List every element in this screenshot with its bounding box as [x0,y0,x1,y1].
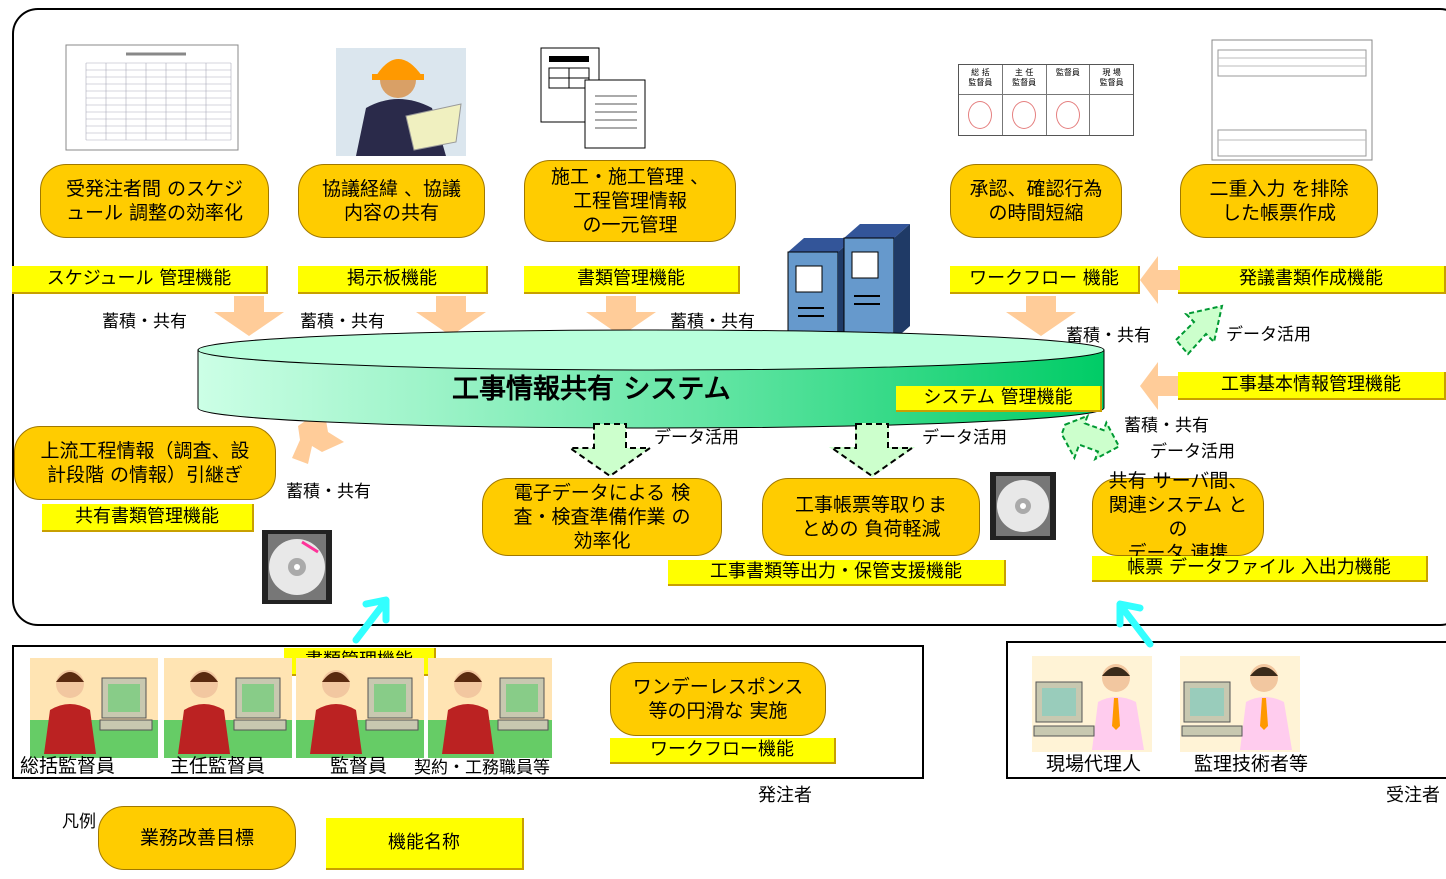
func-basic-info: 工事基本情報管理機能 [1178,372,1446,400]
arrow-document-down [586,296,656,336]
label-supervisor: 監督員 [330,755,388,777]
label-data-use-2: データ活用 [1150,442,1235,462]
label-orderer: 発注者 [758,785,812,806]
func-bulletin: 掲示板機能 [298,266,488,294]
label-general-supervisor: 総括監督員 [20,755,116,777]
goal-discussion: 協議経緯 、協議 内容の共有 [298,164,485,238]
goal-double-entry: 二重入力 を排除 した帳票作成 [1180,164,1378,238]
arrow-order-docs-left [1140,256,1180,304]
worker-phone-image [336,48,466,156]
approval-col-1: 総 括 監督員 [959,65,1002,95]
main-frame [12,8,1446,626]
orderer-frame [12,645,924,779]
person-chief-supervisor-image [164,658,292,758]
approval-col-4: 現 場 監督員 [1090,65,1133,95]
goal-schedule: 受発注者間 のスケジ ュール 調整の効率化 [40,164,269,238]
arrow-bulletin-down [416,296,486,336]
binders-image [787,224,910,345]
func-shared-docs: 共有書類管理機能 [42,504,254,532]
label-data-use-1: データ活用 [1226,325,1311,345]
label-contractor: 受注者 [1386,785,1440,806]
label-site-agent: 現場代理人 [1046,753,1142,775]
arrow-basic-info-left [1140,362,1180,410]
label-store-share-2: 蓄積・共有 [300,312,385,332]
goal-server-link: 共有 サーバ間、 関連システム との データ 連携 [1092,470,1264,564]
label-chief-supervisor: 主任監督員 [170,755,266,777]
approval-stamp-sheet: 総 括 監督員 主 任 監督員 監督員 現 場 監督員 [958,64,1134,136]
func-workflow: ワークフロー 機能 [950,266,1140,294]
person-site-agent-image [1032,656,1152,752]
person-general-supervisor-image [30,658,158,758]
legend-title: 凡例 [62,812,96,832]
func-system-admin: システム 管理機能 [896,386,1102,412]
arrow-data-use-inspection [566,423,654,478]
label-store-share-3: 蓄積・共有 [670,312,755,332]
arrow-upstream-up [292,408,344,464]
label-store-share-6: 蓄積・共有 [286,482,371,502]
goal-upstream: 上流工程情報（調査、設 計段階 の情報）引継ぎ [14,426,276,500]
arrow-cyan-contractor [1116,600,1154,648]
arrow-data-use-topright [1174,304,1224,356]
func-schedule: スケジュール 管理機能 [12,266,268,294]
legend-function-sample: 機能名称 [326,818,524,870]
legend-goal-sample: 業務改善目標 [98,806,296,870]
func-workflow-client: ワークフロー機能 [610,738,836,764]
label-data-use-4: データ活用 [922,428,1007,448]
arrow-bidirectional-server [1060,414,1121,462]
stamp-circle-2 [1012,101,1037,129]
goal-inspection: 電子データによる 検 査・検査準備作業 の 効率化 [482,478,722,556]
arrow-cyan-orderer [352,596,390,644]
func-document: 書類管理機能 [524,266,740,294]
arrow-schedule-down [214,296,284,336]
goal-approval: 承認、確認行為 の時間短縮 [950,164,1122,238]
label-store-share-4: 蓄積・共有 [1066,326,1151,346]
schedule-sheet-image [65,44,239,151]
contractor-frame [1006,641,1446,779]
label-store-share-1: 蓄積・共有 [102,312,187,332]
form-document-image [1211,39,1373,161]
cd-image-right [990,472,1056,540]
person-supervising-engineer-image [1180,656,1300,752]
person-contract-staff-image [428,658,552,758]
label-contract-staff: 契約・工務職員等 [414,758,550,778]
label-data-use-3: データ活用 [654,428,739,448]
goal-forms-load: 工事帳票等取りま とめの 負荷軽減 [762,478,980,556]
documents-image [540,47,646,149]
cd-image-left [262,530,332,604]
func-form-io: 帳票 データファイル 入出力機能 [1092,556,1428,582]
stamp-circle-1 [968,101,993,129]
goal-construction-mgmt: 施工・施工管理 、 工程管理情報 の一元管理 [524,160,736,242]
system-title: 工事情報共有 システム [452,374,731,405]
label-store-share-5: 蓄積・共有 [1124,416,1209,436]
func-output-storage: 工事書類等出力・保管支援機能 [668,560,1006,586]
goal-one-day: ワンデーレスポンス 等の円滑な 実施 [610,662,826,736]
system-cylinder [197,329,1105,429]
person-supervisor-image [296,658,424,758]
arrow-data-use-forms [828,423,916,478]
arrow-workflow-down [1006,296,1076,336]
approval-col-3: 監督員 [1046,65,1090,95]
func-order-docs: 発議書類作成機能 [1178,266,1446,294]
approval-col-2: 主 任 監督員 [1002,65,1046,95]
stamp-circle-3 [1055,101,1080,129]
label-supervising-engineer: 監理技術者等 [1194,753,1309,775]
